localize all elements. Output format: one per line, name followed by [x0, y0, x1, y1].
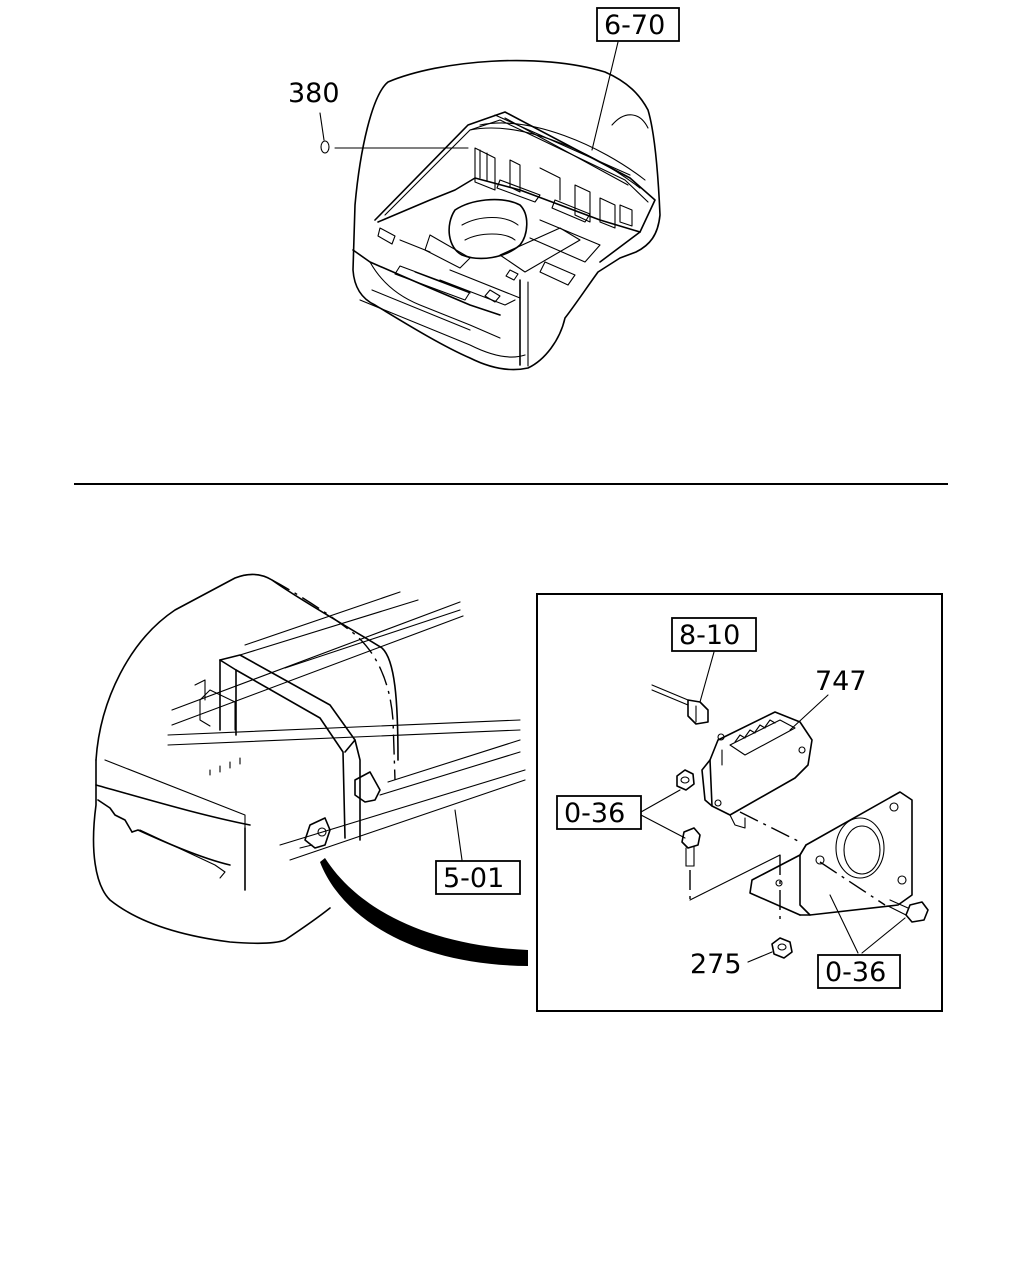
part-number-380: 380 — [288, 78, 340, 109]
detail-callout-275: 275 — [690, 949, 773, 980]
reference-0-36-upper: 0-36 — [564, 798, 625, 829]
mounting-bracket-illustration — [749, 791, 913, 916]
cab-interior-illustration — [352, 59, 661, 371]
reference-box-8-10 — [671, 617, 757, 652]
callout-6-70: 6-70 — [591, 7, 680, 151]
detail-callout-0-36-upper: 0-36 — [556, 789, 686, 839]
detail-callout-8-10: 8-10 — [671, 617, 757, 703]
nut-upper-illustration — [676, 769, 695, 791]
callout-5-01: 5-01 — [435, 809, 521, 895]
bolt-right-illustration — [887, 899, 929, 923]
control-module-illustration — [701, 711, 813, 829]
reference-8-10: 8-10 — [679, 620, 740, 651]
detail-callout-747: 747 — [789, 666, 867, 731]
connector-illustration — [651, 684, 709, 725]
reference-box-0-36-lower — [817, 954, 901, 989]
detail-pointer-arrow — [320, 858, 528, 966]
cab-exterior-illustration — [92, 573, 526, 945]
reference-box-0-36-upper — [556, 795, 642, 830]
nut-275-illustration — [771, 937, 793, 959]
reference-box-5-01 — [435, 860, 521, 895]
part-number-747: 747 — [815, 666, 867, 697]
reference-6-70: 6-70 — [604, 10, 665, 41]
reference-0-36-lower: 0-36 — [825, 957, 886, 988]
reference-5-01: 5-01 — [443, 863, 504, 894]
callout-380: 380 — [288, 78, 469, 154]
detail-callout-0-36-lower: 0-36 — [817, 894, 906, 989]
bolt-upper-illustration — [681, 827, 701, 867]
part-number-275: 275 — [690, 949, 742, 980]
reference-box-6-70 — [596, 7, 680, 42]
